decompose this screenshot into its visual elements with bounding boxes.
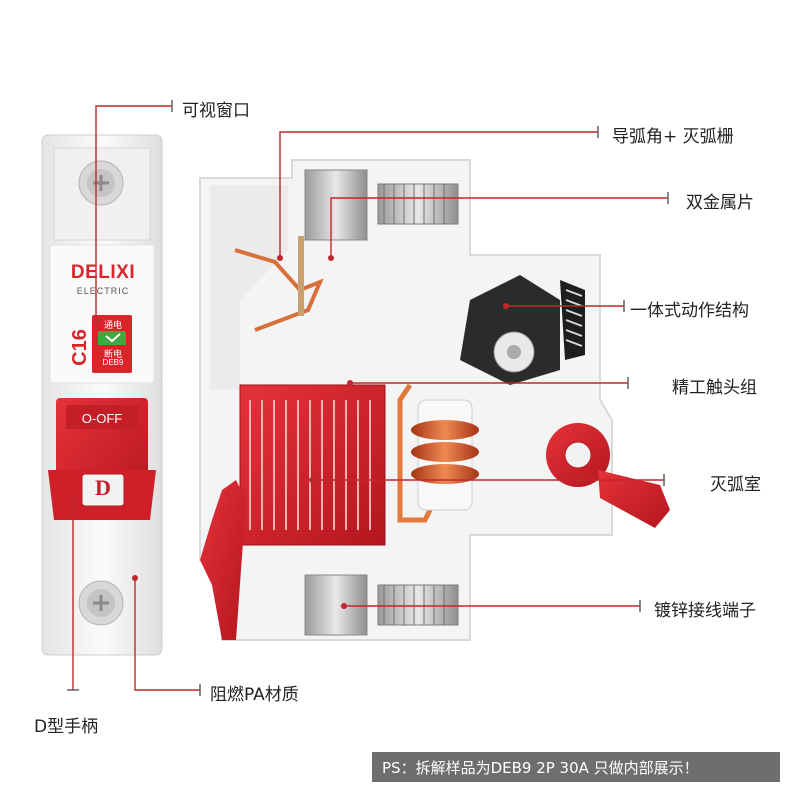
note-text: PS：拆解样品为DEB9 2P 30A 只做内部展示！ bbox=[382, 759, 699, 777]
label-bimetal: 双金属片 bbox=[686, 193, 754, 213]
leader-ticks bbox=[67, 100, 669, 696]
window-on-text: 通电 bbox=[103, 321, 122, 331]
label-mechanism: 一体式动作结构 bbox=[630, 301, 749, 321]
rating-text: C16 bbox=[68, 329, 91, 366]
label-contacts: 精工触头组 bbox=[672, 378, 757, 398]
note-bar bbox=[372, 752, 780, 782]
leader-dots bbox=[70, 255, 509, 609]
breaker-front bbox=[41, 134, 163, 656]
breaker-cutaway bbox=[199, 159, 670, 641]
label-arc-guide: 导弧角+ 灭弧栅 bbox=[612, 127, 734, 147]
label-window: 可视窗口 bbox=[182, 101, 250, 121]
brand-subtitle: ELECTRIC bbox=[76, 286, 130, 296]
handle-mark: D bbox=[95, 475, 111, 500]
leader-lines bbox=[72, 105, 668, 691]
label-terminal: 镀锌接线端子 bbox=[654, 601, 756, 621]
rating-mark: C16 bbox=[54, 318, 91, 372]
label-handle: D型手柄 bbox=[34, 717, 99, 737]
label-housing: 阻燃PA材质 bbox=[210, 685, 299, 705]
label-arc-chamber: 灭弧室 bbox=[710, 475, 761, 495]
brand-logo: DELIXI bbox=[70, 262, 136, 283]
off-label: O-OFF bbox=[81, 411, 123, 426]
window-off-text: 断电 bbox=[103, 350, 122, 360]
model-text: DEB9 bbox=[102, 358, 124, 367]
